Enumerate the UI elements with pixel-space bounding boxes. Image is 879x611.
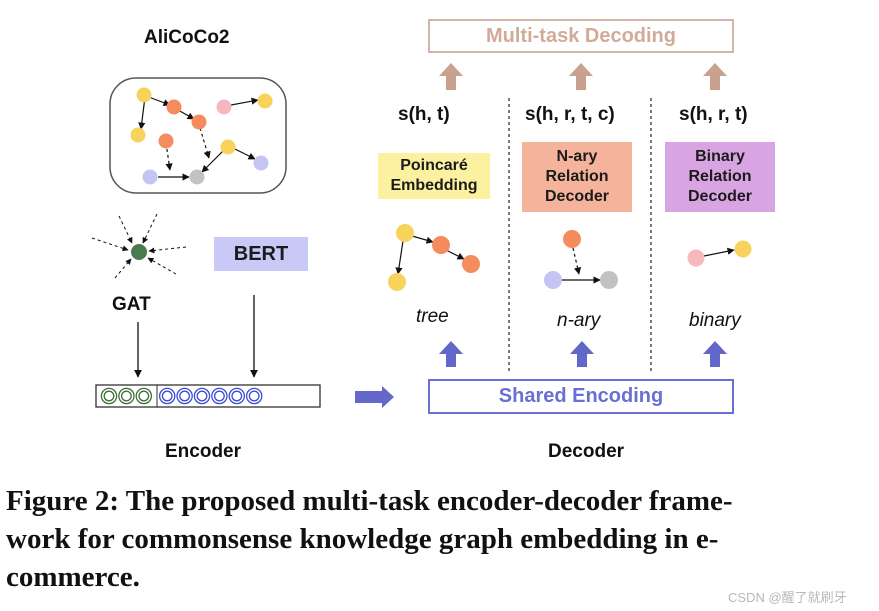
bert-embedding-cell [193, 387, 211, 405]
kg-node [191, 114, 207, 130]
kg-edge [234, 148, 256, 160]
up-arrow-tan [439, 63, 463, 90]
encoder-to-decoder-arrow [355, 386, 394, 408]
kg-node [142, 169, 158, 185]
structure-label-binary: binary [689, 310, 741, 331]
gat-embedding-cell [138, 390, 150, 402]
decoder-label: Decoder [548, 441, 625, 462]
module-line: Relation [688, 168, 752, 185]
structure-label-tree: tree [416, 306, 449, 327]
watermark: CSDN @醒了就刷牙 [728, 590, 847, 605]
bert-embedding-cell [158, 387, 176, 405]
multi-task-decoding-box: Multi-task Decoding [428, 19, 734, 53]
kg-node [136, 87, 152, 103]
binary-relation-decoder-box: Binary Relation Decoder [665, 142, 775, 212]
kg-nodes [130, 87, 273, 185]
n-ary-structure-icon [544, 230, 618, 289]
tan-up-arrows [439, 63, 727, 90]
kg-edge [177, 109, 195, 120]
bert-embedding-cell [245, 387, 263, 405]
gat-embedding-cell [103, 390, 115, 402]
gat-embedding-cell [118, 387, 135, 405]
structure-label-n-ary: n-ary [557, 310, 601, 331]
n-ary-relation-decoder-box: N-ary Relation Decoder [522, 142, 632, 212]
bert-embedding-cell [196, 390, 208, 402]
bert-embedding-cell [179, 390, 191, 402]
blue-up-arrows [439, 341, 727, 367]
kg-node [257, 93, 273, 109]
score-label-binary: s(h, r, t) [679, 104, 748, 125]
kg-container [109, 77, 287, 194]
shared-encoding-box: Shared Encoding [428, 379, 734, 414]
kg-edge [199, 127, 211, 159]
kg-node [216, 99, 232, 115]
kg-node [220, 139, 236, 155]
encoder-vector-cells [100, 385, 263, 407]
module-line: Binary [695, 148, 745, 165]
module-line: Relation [545, 168, 609, 185]
score-label-tree: s(h, t) [398, 104, 450, 125]
bert-box: BERT [214, 237, 308, 271]
module-line: N-ary [556, 148, 598, 165]
up-arrow-blue [703, 341, 727, 367]
bert-embedding-cell [161, 390, 173, 402]
encoder-vector [95, 384, 321, 408]
kg-edges [138, 95, 259, 181]
gat-embedding-cell [120, 390, 132, 402]
kg-node [166, 99, 182, 115]
up-arrow-tan [703, 63, 727, 90]
gat-embedding-cell [135, 387, 153, 405]
tree-structure-icon [388, 224, 480, 291]
poincare-embedding-box: Poincaré Embedding [378, 153, 490, 199]
kg-node [189, 169, 205, 185]
up-arrow-tan [569, 63, 593, 90]
encoder-label: Encoder [165, 441, 242, 462]
caption-line: work for commonsense knowledge graph emb… [6, 523, 719, 555]
kg-node [158, 133, 174, 149]
kg-node [253, 155, 269, 171]
bert-embedding-cell [248, 390, 260, 402]
bert-embedding-cell [231, 390, 243, 402]
module-line: Decoder [687, 188, 753, 205]
kg-title: AliCoCo2 [144, 27, 230, 48]
caption-line: commerce. [6, 561, 140, 593]
bert-embedding-cell [228, 387, 246, 405]
figure-caption: Figure 2: The proposed multi-task encode… [6, 482, 872, 596]
score-label-n-ary: s(h, r, t, c) [525, 104, 615, 125]
module-line: Embedding [390, 177, 478, 194]
module-line: Decoder [544, 188, 610, 205]
kg-node [130, 127, 146, 143]
gat-icon [91, 213, 187, 279]
kg-edge [201, 149, 225, 173]
kg-edge [165, 142, 173, 171]
diagram-svg [91, 63, 752, 408]
binary-structure-icon [687, 240, 752, 267]
bert-embedding-cell [211, 387, 228, 405]
bert-embedding-cell [213, 390, 225, 402]
up-arrow-blue [570, 341, 594, 367]
caption-line: Figure 2: The proposed multi-task encode… [6, 485, 733, 517]
module-line: Poincaré [400, 157, 468, 174]
kg-edge [230, 97, 259, 106]
up-arrow-blue [439, 341, 463, 367]
gat-label: GAT [112, 294, 151, 315]
gat-embedding-cell [100, 387, 118, 405]
bert-embedding-cell [176, 387, 193, 405]
